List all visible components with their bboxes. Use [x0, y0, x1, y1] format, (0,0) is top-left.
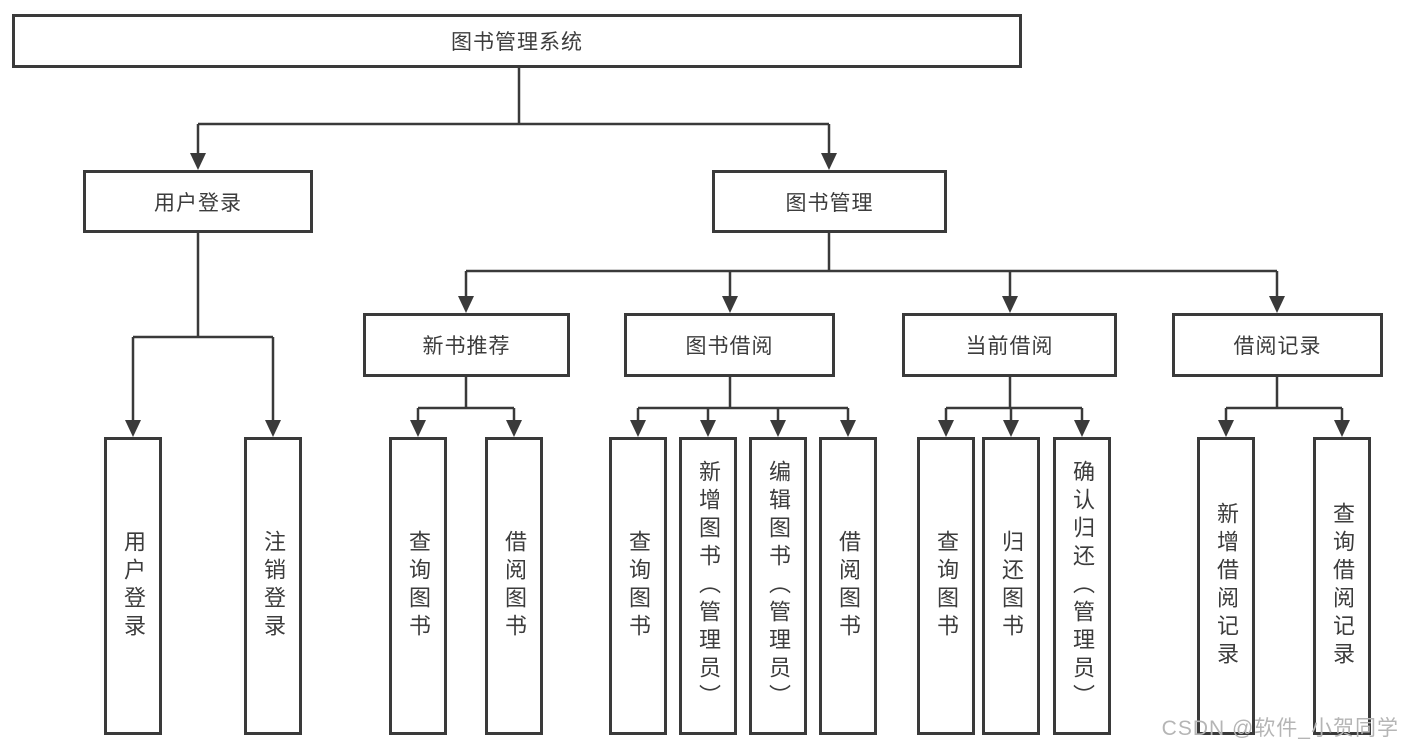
leaf-query-books-1: 查询图书 [389, 437, 447, 735]
csdn-watermark: CSDN @软件_小贺同学 [1161, 717, 1399, 740]
connector-root [196, 68, 831, 154]
leaf-return-books: 归还图书 [982, 437, 1040, 735]
connector-borrow-records [1224, 377, 1344, 421]
node-borrow-records: 借阅记录 [1172, 313, 1383, 377]
node-book-borrow: 图书借阅 [624, 313, 835, 377]
leaf-confirm-return-admin: 确认归还（管理员） [1053, 437, 1111, 735]
node-root-system: 图书管理系统 [12, 14, 1022, 68]
connector-current-borrow [944, 377, 1084, 421]
leaf-query-books-2: 查询图书 [609, 437, 667, 735]
leaf-user-login: 用户登录 [104, 437, 162, 735]
connector-new-books [416, 377, 516, 421]
leaf-query-books-3: 查询图书 [917, 437, 975, 735]
node-new-book-recommend: 新书推荐 [363, 313, 570, 377]
leaf-add-books-admin: 新增图书（管理员） [679, 437, 737, 735]
connector-book-borrow [636, 377, 850, 421]
leaf-query-borrow-record: 查询借阅记录 [1313, 437, 1371, 735]
connector-book-mgmt [464, 233, 1279, 297]
arrowheads [125, 153, 1350, 437]
leaf-add-borrow-record: 新增借阅记录 [1197, 437, 1255, 735]
node-current-borrow: 当前借阅 [902, 313, 1117, 377]
node-book-management-branch: 图书管理 [712, 170, 947, 233]
connector-user-login [131, 233, 275, 421]
leaf-borrow-books-2: 借阅图书 [819, 437, 877, 735]
leaf-logout: 注销登录 [244, 437, 302, 735]
node-user-login-branch: 用户登录 [83, 170, 313, 233]
leaf-edit-books-admin: 编辑图书（管理员） [749, 437, 807, 735]
leaf-borrow-books-1: 借阅图书 [485, 437, 543, 735]
